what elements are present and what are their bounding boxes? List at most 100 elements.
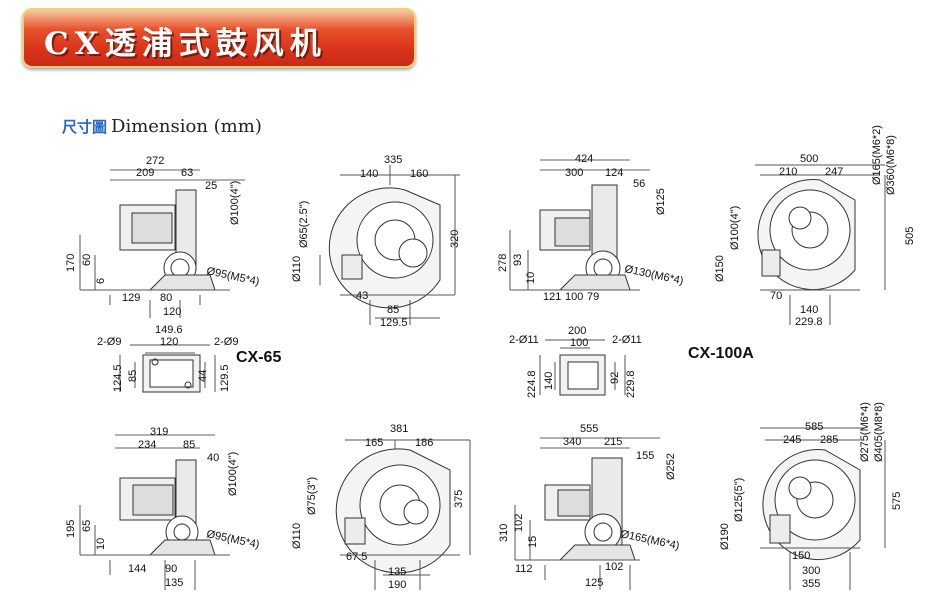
dim-i-102: 102 bbox=[513, 514, 525, 532]
dim-e-120: 120 bbox=[160, 336, 178, 348]
dim-d-140: 140 bbox=[800, 304, 818, 316]
dim-b-43: 43 bbox=[356, 290, 368, 302]
dim-f-92: 92 bbox=[609, 372, 621, 384]
dim-e-129-5: 129.5 bbox=[219, 364, 231, 392]
drawing-lower-far-right-front bbox=[760, 427, 886, 590]
dim-a-170: 170 bbox=[65, 254, 77, 272]
banner-title: CX透浦式鼓风机 bbox=[44, 26, 327, 62]
dim-f-100: 100 bbox=[570, 337, 588, 349]
dim-d-dia360: Ø360(M6*8) bbox=[885, 135, 897, 195]
drawing-lower-front bbox=[335, 439, 471, 590]
dim-b-dia110: Ø110 bbox=[291, 256, 303, 282]
dim-c-278: 278 bbox=[497, 254, 509, 272]
dim-c-dia125: Ø125 bbox=[655, 188, 667, 215]
dim-e-44: 44 bbox=[197, 370, 209, 382]
dim-g-65: 65 bbox=[81, 520, 93, 532]
dim-d-dia100: Ø100(4") bbox=[729, 206, 741, 250]
dim-f-224-8: 224.8 bbox=[526, 370, 538, 398]
dim-i-310: 310 bbox=[498, 524, 510, 542]
dim-g-dia100: Ø100(4") bbox=[227, 452, 239, 496]
dim-d-500: 500 bbox=[800, 153, 818, 165]
dim-g-dia95: Ø95(M5*4) bbox=[205, 528, 260, 551]
dim-i-215: 215 bbox=[604, 436, 622, 448]
drawing-cx100a-side bbox=[509, 159, 650, 291]
dim-f-229-8: 229.8 bbox=[625, 370, 637, 398]
dim-i-15: 15 bbox=[527, 536, 539, 548]
dim-f-2-dia11-left: 2-Ø11 bbox=[509, 334, 539, 346]
dim-h-381: 381 bbox=[390, 423, 408, 435]
dim-c-100: 100 bbox=[565, 291, 583, 303]
dim-h-186: 186 bbox=[415, 437, 433, 449]
dim-c-dia130: Ø130(M6*4) bbox=[623, 263, 684, 287]
title-banner: CX透浦式鼓风机 bbox=[22, 8, 416, 68]
dim-j-245: 245 bbox=[783, 434, 801, 446]
dim-a-25: 25 bbox=[205, 180, 217, 192]
dimension-heading-en: Dimension (mm) bbox=[111, 116, 262, 137]
dim-a-dia100: Ø100(4") bbox=[229, 181, 241, 225]
dim-h-dia75: Ø75(3") bbox=[306, 477, 318, 515]
dim-a-129: 129 bbox=[122, 292, 140, 304]
dim-j-150: 150 bbox=[792, 550, 810, 562]
dim-b-129-5: 129.5 bbox=[380, 317, 408, 329]
drawing-lower-right-side bbox=[514, 437, 660, 590]
dim-j-dia125: Ø125(5") bbox=[733, 478, 745, 522]
dim-g-195: 195 bbox=[65, 520, 77, 538]
dim-a-6: 6 bbox=[95, 278, 107, 284]
drawing-cx100a-front bbox=[755, 164, 886, 325]
dim-c-10: 10 bbox=[525, 272, 537, 284]
dim-d-247: 247 bbox=[825, 166, 843, 178]
dim-g-85: 85 bbox=[183, 439, 195, 451]
dim-i-125: 125 bbox=[585, 577, 603, 589]
dim-b-160: 160 bbox=[410, 168, 428, 180]
dim-c-300: 300 bbox=[565, 167, 583, 179]
dim-g-40: 40 bbox=[207, 452, 219, 464]
dim-e-149-6: 149.6 bbox=[155, 324, 183, 336]
dim-a-63: 63 bbox=[181, 167, 193, 179]
dim-e-2-dia9-right: 2-Ø9 bbox=[214, 336, 238, 348]
dim-a-120: 120 bbox=[163, 306, 181, 318]
drawing-lower-left-side bbox=[79, 434, 230, 590]
model-label-cx65: CX-65 bbox=[236, 349, 282, 366]
dim-g-234: 234 bbox=[138, 439, 156, 451]
dim-c-56: 56 bbox=[633, 178, 645, 190]
dim-g-10: 10 bbox=[95, 538, 107, 550]
dim-e-124-5: 124.5 bbox=[112, 364, 124, 392]
dim-j-285: 285 bbox=[820, 434, 838, 446]
dim-g-144: 144 bbox=[128, 563, 146, 575]
dim-c-124: 124 bbox=[605, 167, 623, 179]
dim-j-dia190: Ø190 bbox=[719, 523, 731, 550]
dim-j-dia405: Ø405(M8*8) bbox=[873, 402, 885, 462]
dim-d-505: 505 bbox=[904, 227, 916, 245]
drawing-cx65-base bbox=[119, 344, 216, 393]
dim-b-85: 85 bbox=[387, 304, 399, 316]
dim-d-70: 70 bbox=[770, 290, 782, 302]
drawing-cx100a-base bbox=[539, 339, 626, 396]
dim-a-60: 60 bbox=[81, 254, 93, 266]
dim-i-112: 112 bbox=[515, 563, 533, 575]
dim-j-dia275: Ø275(M6*4) bbox=[859, 402, 871, 462]
dim-c-93: 93 bbox=[512, 254, 524, 266]
dim-a-209: 209 bbox=[136, 167, 154, 179]
dim-h-375: 375 bbox=[453, 490, 465, 508]
dim-e-85: 85 bbox=[127, 370, 139, 382]
dim-j-575: 575 bbox=[891, 492, 903, 510]
dim-h-165: 165 bbox=[365, 437, 383, 449]
model-label-cx100a: CX-100A bbox=[688, 345, 754, 362]
dim-i-102b: 102 bbox=[605, 561, 623, 573]
dim-g-135: 135 bbox=[165, 577, 183, 589]
dim-j-585: 585 bbox=[805, 421, 823, 433]
dim-b-320: 320 bbox=[449, 230, 461, 248]
dim-a-80: 80 bbox=[160, 292, 172, 304]
dim-h-dia110: Ø110 bbox=[291, 523, 303, 549]
dim-i-340: 340 bbox=[563, 436, 581, 448]
dim-h-135: 135 bbox=[388, 566, 406, 578]
dim-f-200: 200 bbox=[568, 325, 586, 337]
drawing-cx65-side bbox=[79, 169, 245, 318]
dim-c-121: 121 bbox=[543, 291, 561, 303]
dim-h-67-5: 67.5 bbox=[346, 551, 367, 563]
dim-d-210: 210 bbox=[779, 166, 797, 178]
dim-i-155: 155 bbox=[636, 450, 654, 462]
dim-i-555: 555 bbox=[580, 423, 598, 435]
